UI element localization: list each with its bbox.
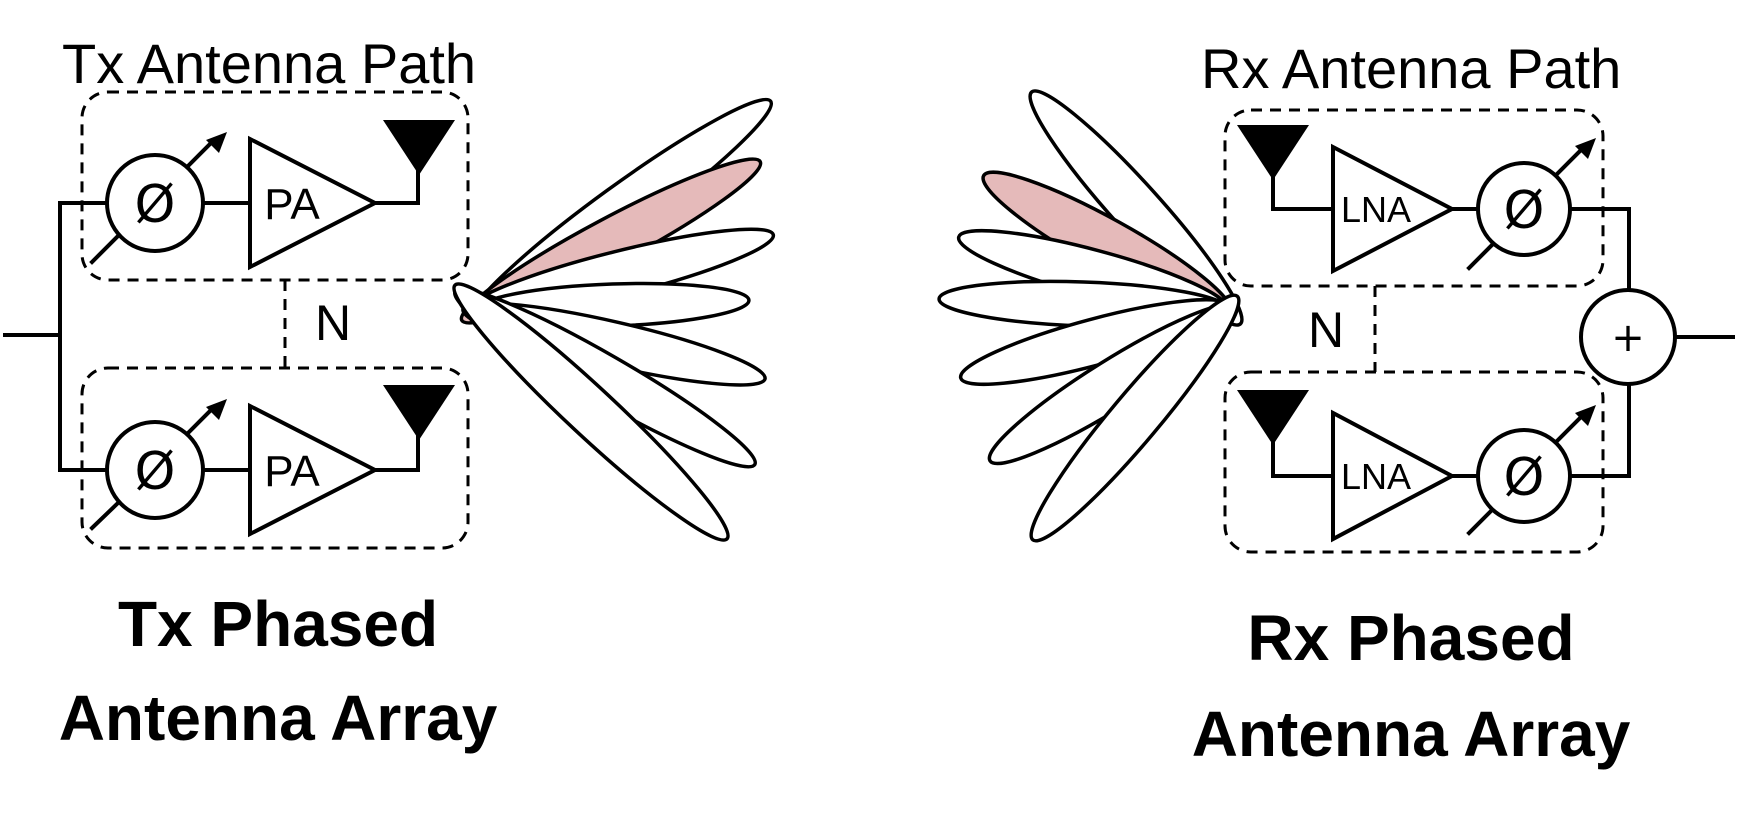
combiner-symbol: + xyxy=(1611,315,1645,361)
phase-arrowhead-icon xyxy=(1575,138,1596,159)
tx-title-line2: Antenna Array xyxy=(59,682,498,754)
tx-path-box-top xyxy=(80,90,470,282)
phase-arrowhead-icon xyxy=(1575,405,1596,426)
phase-symbol: Ø xyxy=(135,175,176,235)
antenna-icon xyxy=(383,120,455,175)
pa-label: PA xyxy=(264,180,320,229)
lna-label: LNA xyxy=(1341,189,1411,230)
beam-lobe xyxy=(452,282,730,542)
antenna-icon xyxy=(1237,125,1309,180)
rx-beam-pattern xyxy=(937,89,1244,543)
tx-phase-shifter-bottom xyxy=(105,420,205,520)
tx-power-amplifier-top xyxy=(248,135,380,271)
tx-path-label: Tx Antenna Path xyxy=(62,32,476,95)
tx-path-bottom: Ø PA xyxy=(89,385,455,538)
tx-title-line1: Tx Phased xyxy=(118,588,438,660)
antenna-icon xyxy=(383,385,455,440)
phase-symbol: Ø xyxy=(1504,181,1545,241)
pa-label: PA xyxy=(264,447,320,496)
rx-low-noise-amplifier-top xyxy=(1331,143,1457,275)
rx-count-label: N xyxy=(1308,302,1344,358)
tx-path-top: Ø PA xyxy=(89,120,455,271)
antenna-icon xyxy=(1237,390,1309,445)
phase-symbol: Ø xyxy=(1504,448,1545,508)
beam-lobe xyxy=(1029,293,1241,543)
rx-path-box-bottom xyxy=(1223,370,1605,554)
rx-path-top: LNA Ø xyxy=(1237,125,1631,292)
phase-arrowhead-icon xyxy=(206,399,227,420)
rx-title-line1: Rx Phased xyxy=(1247,602,1574,674)
rx-low-noise-amplifier-bottom xyxy=(1331,409,1457,543)
tx-path-box-bottom xyxy=(80,366,470,550)
rx-path-bottom: LNA Ø xyxy=(1237,383,1631,543)
rx-path-box-top xyxy=(1223,108,1605,288)
phase-arrowhead-icon xyxy=(206,132,227,153)
lna-label: LNA xyxy=(1341,456,1411,497)
tx-count-label: N xyxy=(315,295,351,351)
rx-phased-array: LNA Ø LNA Ø + Rx Antenna Path xyxy=(937,37,1735,770)
tx-beam-pattern xyxy=(452,97,776,542)
tx-phase-shifter-top xyxy=(105,153,205,253)
phase-symbol: Ø xyxy=(135,442,176,502)
tx-phased-array: Ø PA Ø PA Tx Antenna Path N xyxy=(3,32,776,754)
rx-path-label: Rx Antenna Path xyxy=(1201,37,1621,100)
tx-power-amplifier-bottom xyxy=(248,402,380,538)
rx-title-line2: Antenna Array xyxy=(1192,698,1631,770)
